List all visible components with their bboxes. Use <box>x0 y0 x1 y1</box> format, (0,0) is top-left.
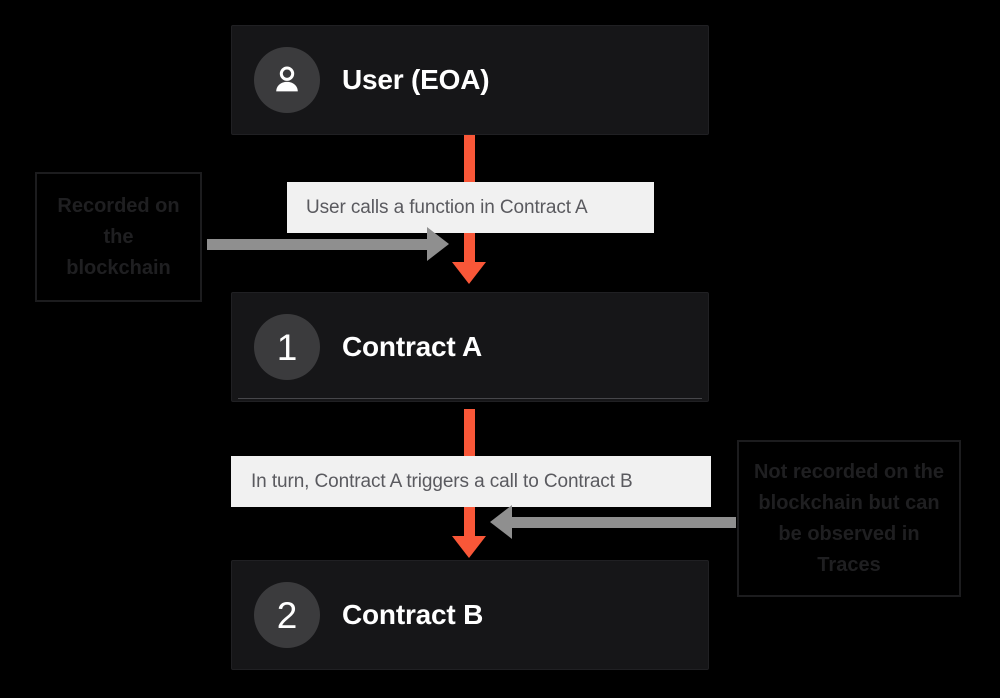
node-user[interactable]: User (EOA) <box>231 25 709 135</box>
annotation-arrowhead-right <box>490 505 512 539</box>
step-number-2: 2 <box>276 594 298 636</box>
node-title-contract-b: Contract B <box>342 599 484 630</box>
orange-connector-segment-1b <box>464 233 475 271</box>
annotation-note-not-recorded: Not recorded on the blockchain but can b… <box>737 440 961 597</box>
annotation-note-recorded: Recorded on the blockchain <box>35 172 202 302</box>
annotation-arrow-right-shaft <box>512 517 736 528</box>
step-number-badge-1: 1 <box>254 314 320 380</box>
orange-connector-segment-2a <box>464 409 475 467</box>
orange-arrowhead-2 <box>452 536 486 558</box>
flow-label-contract-a-triggers: In turn, Contract A triggers a call to C… <box>231 456 711 507</box>
annotation-note-recorded-text: Recorded on the blockchain <box>57 194 180 279</box>
annotation-note-not-recorded-text: Not recorded on the blockchain but can b… <box>753 460 944 576</box>
node-contract-b[interactable]: 2 Contract B <box>231 560 709 670</box>
annotation-arrow-left-shaft <box>207 239 429 250</box>
orange-connector-segment-2b <box>464 507 475 545</box>
node-contract-a[interactable]: 1 Contract A <box>231 292 709 402</box>
annotation-arrowhead-left <box>427 227 449 261</box>
step-number-badge-2: 2 <box>254 582 320 648</box>
orange-connector-segment-1a <box>464 135 475 195</box>
person-icon <box>254 47 320 113</box>
orange-arrowhead-1 <box>452 262 486 284</box>
step-number-1: 1 <box>276 326 298 368</box>
node-title-user: User (EOA) <box>342 64 490 95</box>
node-title-contract-a: Contract A <box>342 331 483 362</box>
flow-label-user-calls: User calls a function in Contract A <box>287 182 654 233</box>
